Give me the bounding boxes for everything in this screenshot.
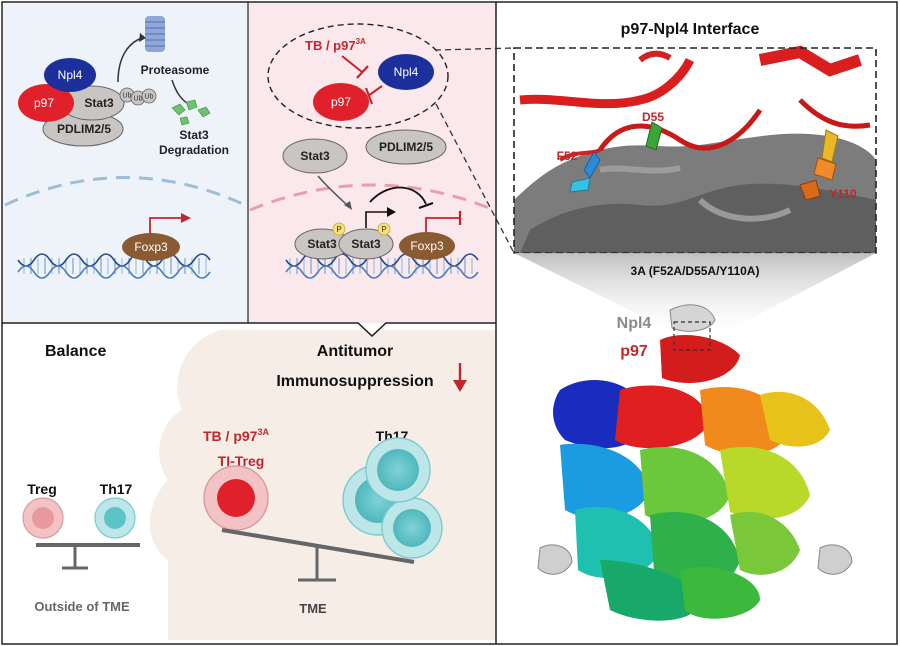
p97-oval-b: [313, 83, 369, 121]
stat3-dimer-label-a: Stat3: [307, 237, 337, 251]
panel-a: Proteasome Npl4 p97 Stat3 Ub Ub Ub PDLIM…: [3, 3, 248, 323]
phospho-label-a: P: [336, 225, 341, 234]
panel-b: TB / p973A Npl4 p97 Stat3 PDLIM2/5 Stat3…: [248, 3, 496, 323]
interface-title: p97-Npl4 Interface: [621, 21, 760, 38]
proteasome-icon: [145, 16, 165, 52]
foxp3-oval-b: [399, 232, 455, 260]
stat3-oval-b: [282, 138, 348, 174]
p97-label-c: p97: [620, 343, 648, 360]
tb-p97-label: TB / p973A: [203, 427, 269, 444]
nuclear-membrane-b: [249, 183, 495, 212]
foxp3-block-line: [425, 217, 460, 232]
residue-y110-label: Y110: [829, 187, 857, 201]
mutant-label: 3A (F52A/D55A/Y110A): [631, 264, 760, 278]
phospho-label-b: P: [381, 225, 386, 234]
inhibitor-label: TB / p973A: [305, 37, 366, 53]
tiltreg-nucleus: [217, 479, 255, 517]
npl4-label-b: Npl4: [394, 65, 419, 79]
pdlim-label: PDLIM2/5: [57, 122, 111, 136]
degradation-label-1: Stat3: [179, 128, 209, 142]
p97-oval: [18, 84, 74, 122]
dna-strand-a2: [17, 265, 211, 279]
ub-label-2: Ub: [134, 96, 143, 103]
p97-npl4-line: [367, 85, 383, 97]
nuclear-membrane-a: [4, 176, 246, 207]
npl4-oval-b: [378, 54, 434, 90]
phospho-badge-b: [377, 222, 391, 236]
antitumor-label: Antitumor: [317, 343, 393, 360]
p97-npl4-bar: [364, 87, 374, 105]
npl4-oval: [44, 58, 96, 92]
degradation-arrow-head: [139, 33, 146, 42]
ub-label-1: Ub: [123, 93, 132, 100]
zoom-source-box: [673, 321, 711, 351]
zoom-beam: [514, 253, 876, 335]
treg-nucleus: [32, 507, 54, 529]
stat3-translocation-arrow-head: [344, 201, 352, 210]
dna-strand-a1: [17, 253, 211, 267]
immunosuppression-label: Immunosuppression: [276, 373, 433, 390]
degradation-label-2: Degradation: [159, 143, 229, 157]
stat3-fragments-icon: [171, 99, 211, 126]
foxp3-label-b: Foxp3: [410, 239, 444, 253]
p97-label-b: p97: [331, 95, 351, 109]
foxp3-oval-a: [122, 233, 180, 261]
interface-dashed-oval: [267, 23, 449, 129]
dna-strand-b1: [285, 253, 479, 267]
panel-d: Balance Antitumor Immunosuppression Treg…: [3, 322, 496, 643]
th17-nucleus-left: [104, 507, 126, 529]
foxp3-label-a: Foxp3: [134, 240, 168, 254]
dna-strand-b2: [285, 265, 479, 279]
tiltreg-label: TI-Treg: [218, 453, 265, 469]
stat3-dimer-b: [338, 228, 394, 260]
tss-arrow-head: [387, 207, 396, 217]
stat3-dimer-label-b: Stat3: [351, 237, 381, 251]
panel-c: p97-Npl4 Interface D55 F52 Y110: [434, 3, 897, 643]
pdlim-oval-b: [365, 129, 447, 165]
p97-hexamer-structure: [537, 304, 853, 621]
balance-label: Balance: [45, 343, 106, 360]
ub-label-3: Ub: [145, 94, 154, 101]
interface-zoom-image: [514, 45, 876, 253]
ubiquitin-3: [141, 88, 157, 104]
residue-d55-label: D55: [642, 110, 664, 124]
treg-label: Treg: [27, 481, 57, 497]
horizontal-divider: [2, 322, 496, 338]
th17-cluster: [342, 437, 443, 559]
outside-tme-label: Outside of TME: [34, 599, 130, 614]
transcription-arrow-head-a: [181, 213, 191, 223]
residue-f52-label: F52: [557, 149, 578, 163]
dna-b: [286, 258, 478, 274]
dna-a: [18, 258, 210, 274]
npl4-label: Npl4: [58, 68, 83, 82]
stat3-label: Stat3: [84, 96, 114, 110]
inhibition-arc: [369, 186, 427, 205]
npl4-label-c: Npl4: [617, 315, 652, 332]
connector-top: [434, 47, 515, 51]
inhibitor-line: [341, 55, 363, 73]
connector-bottom: [435, 103, 515, 254]
phospho-badge-a: [332, 222, 346, 236]
inhibitor-bar: [356, 65, 369, 79]
proteasome-label: Proteasome: [141, 63, 210, 77]
degradation-arrow: [117, 37, 143, 83]
th17-left-label: Th17: [100, 481, 133, 497]
tss-arrow: [365, 211, 388, 228]
inhibition-arc-bar: [418, 202, 434, 209]
stat3-label-b: Stat3: [300, 149, 330, 163]
tme-label: TME: [299, 601, 327, 616]
p97-label: p97: [34, 96, 54, 110]
decrease-arrow-head: [453, 380, 467, 392]
pdlim-label-b: PDLIM2/5: [379, 140, 433, 154]
